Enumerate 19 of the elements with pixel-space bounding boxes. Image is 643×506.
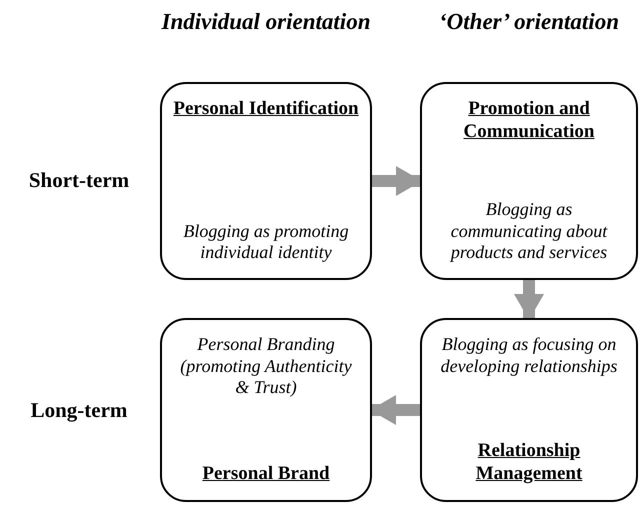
quadrant-heading: Relationship Management	[474, 440, 584, 486]
arrow	[370, 395, 420, 425]
quadrant-box	[420, 82, 638, 280]
quadrant-box	[160, 82, 372, 280]
arrow	[514, 280, 544, 320]
row-header: Long-term	[30, 398, 128, 424]
row-header: Short-term	[28, 168, 130, 194]
arrow	[372, 166, 422, 196]
column-header: Individual orientation	[160, 8, 372, 36]
quadrant-description: Blogging as focusing on developing relationships	[440, 334, 618, 378]
quadrant-description: Blogging as promoting individual identity	[182, 220, 350, 264]
quadrant-heading: Promotion and Communication	[462, 98, 596, 144]
quadrant-description: Personal Branding (promoting Authenticity & Trust)	[179, 334, 353, 399]
column-header: ‘Other’ orientation	[438, 8, 620, 36]
quadrant-heading: Personal Identification	[173, 98, 359, 121]
quadrant-box	[160, 318, 372, 502]
quadrant-box	[420, 318, 638, 502]
quadrant-description: Blogging as communicating about products and services	[448, 199, 608, 264]
quadrant-heading: Personal Brand	[202, 463, 330, 486]
